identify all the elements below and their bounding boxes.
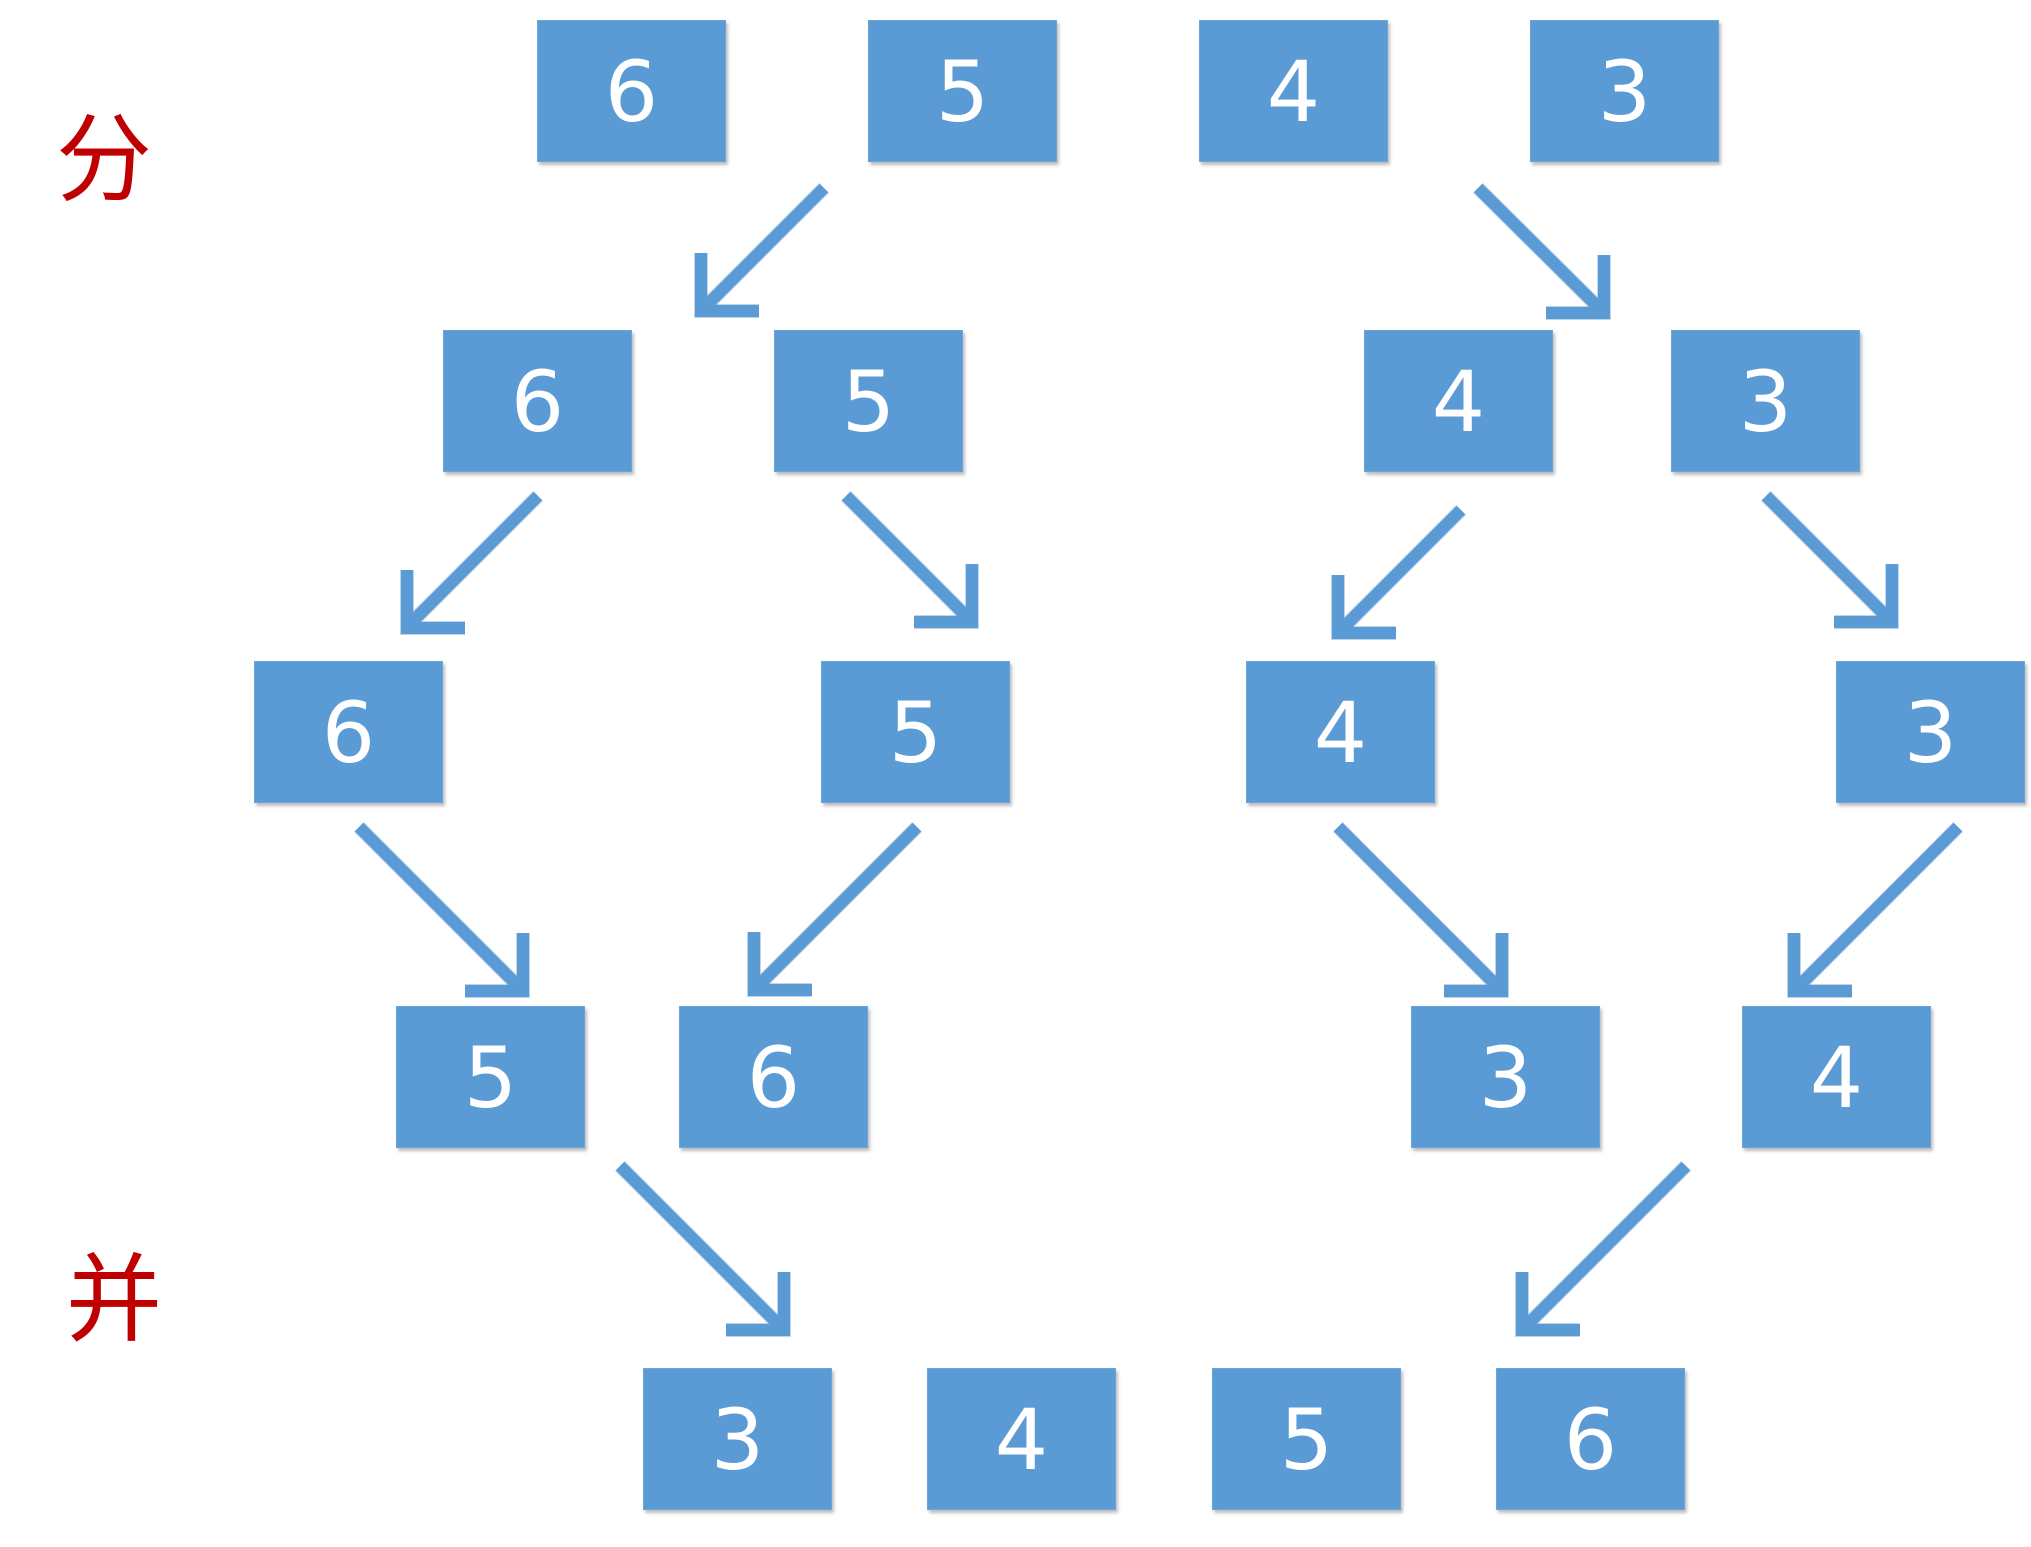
merge1-box-1: 5 [396,1006,585,1148]
result-box-2: 4 [927,1368,1116,1510]
input-box-1: 6 [537,20,726,162]
split1-box-3: 4 [1364,330,1553,472]
arrow-split-4 [1331,505,1466,640]
merge1-box-2: 6 [679,1006,868,1148]
split1-box-1: 6 [443,330,632,472]
input-box-4: 3 [1530,20,1719,162]
arrow-split-5 [841,491,979,629]
split1-box-2: 5 [774,330,963,472]
input-box-2: 5 [868,20,1057,162]
split2-box-4: 3 [1836,661,2025,803]
result-box-4: 6 [1496,1368,1685,1510]
arrow-split-3 [1761,491,1899,629]
arrow-merge-4 [1333,822,1509,998]
split1-box-4: 3 [1671,330,1860,472]
arrow-split-6 [400,491,543,635]
split2-box-1: 6 [254,661,443,803]
arrow-merge-left-final [615,1161,791,1337]
merge1-box-3: 3 [1411,1006,1600,1148]
arrow-merge-5 [747,822,922,997]
arrow-split-right-top [1473,183,1611,320]
split2-box-3: 4 [1246,661,1435,803]
arrow-split-left-top [694,183,829,318]
divide-label: 分 [56,104,152,216]
result-box-1: 3 [643,1368,832,1510]
merge1-box-4: 4 [1742,1006,1931,1148]
arrow-merge-right-final [1515,1161,1691,1337]
arrow-merge-3 [1787,822,1963,998]
input-box-3: 4 [1199,20,1388,162]
split2-box-2: 5 [821,661,1010,803]
merge-label: 并 [66,1244,162,1356]
result-box-3: 5 [1212,1368,1401,1510]
arrow-merge-6 [354,822,530,998]
